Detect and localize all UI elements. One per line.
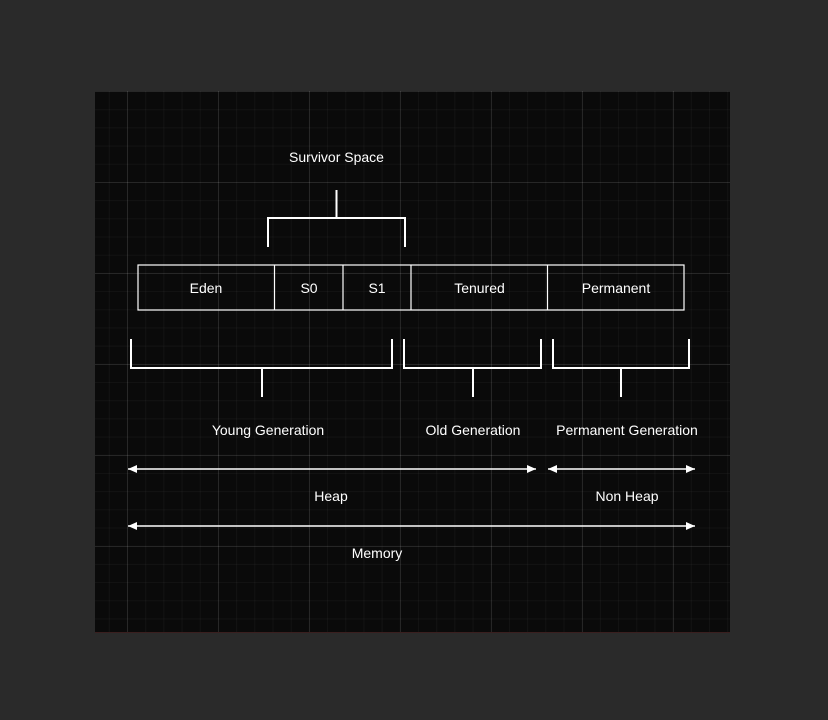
old-generation-bracket (403, 339, 542, 397)
permanent-label: Permanent (581, 279, 651, 296)
s0-cell: S0 (275, 265, 343, 310)
old-generation-label: Old Generation (425, 422, 521, 438)
permanent-generation-bracket (552, 339, 690, 397)
young-generation-label: Young Generation (211, 422, 325, 438)
memory-label: Memory (351, 545, 403, 561)
diagram-canvas (95, 91, 730, 633)
non-heap-label: Non Heap (595, 488, 659, 504)
young-generation-bracket (130, 339, 393, 397)
permanent-generation-label: Permanent Generation (556, 422, 698, 438)
s1-label: S1 (368, 279, 386, 296)
heap-label: Heap (314, 488, 348, 504)
eden-label: Eden (189, 279, 223, 296)
s0-label: S0 (300, 279, 318, 296)
tenured-cell: Tenured (411, 265, 548, 310)
s1-cell: S1 (343, 265, 411, 310)
survivor-space-label: Survivor Space (289, 149, 384, 165)
survivor-space-bracket (267, 190, 406, 247)
tenured-label: Tenured (454, 279, 505, 296)
eden-cell: Eden (138, 265, 274, 310)
permanent-cell: Permanent (548, 265, 684, 310)
